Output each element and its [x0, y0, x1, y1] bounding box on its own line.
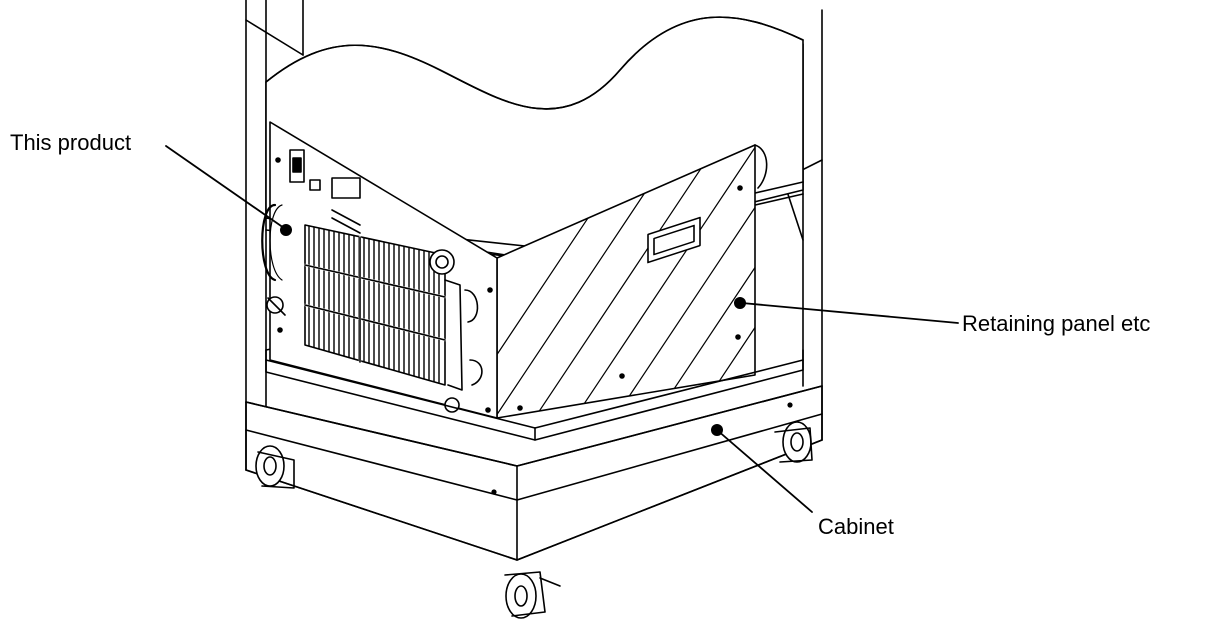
leader-line-product	[165, 145, 285, 229]
cabinet-base	[245, 385, 823, 561]
leader-dot-cabinet	[711, 424, 723, 436]
caster-right	[774, 421, 813, 463]
label-cabinet: Cabinet	[818, 514, 894, 539]
leader-line-panel	[741, 302, 959, 324]
casters	[255, 421, 813, 619]
leader-lines	[165, 145, 959, 513]
leader-dot-panel	[734, 297, 746, 309]
product-unit	[261, 121, 768, 419]
leader-dot-product	[280, 224, 292, 236]
bottom-shelf	[265, 349, 804, 441]
caster-front-left	[255, 445, 295, 489]
caster-front-center	[504, 571, 561, 619]
label-retaining-panel: Retaining panel etc	[962, 311, 1151, 336]
label-this-product: This product	[10, 130, 132, 155]
leader-line-cabinet	[716, 429, 813, 513]
